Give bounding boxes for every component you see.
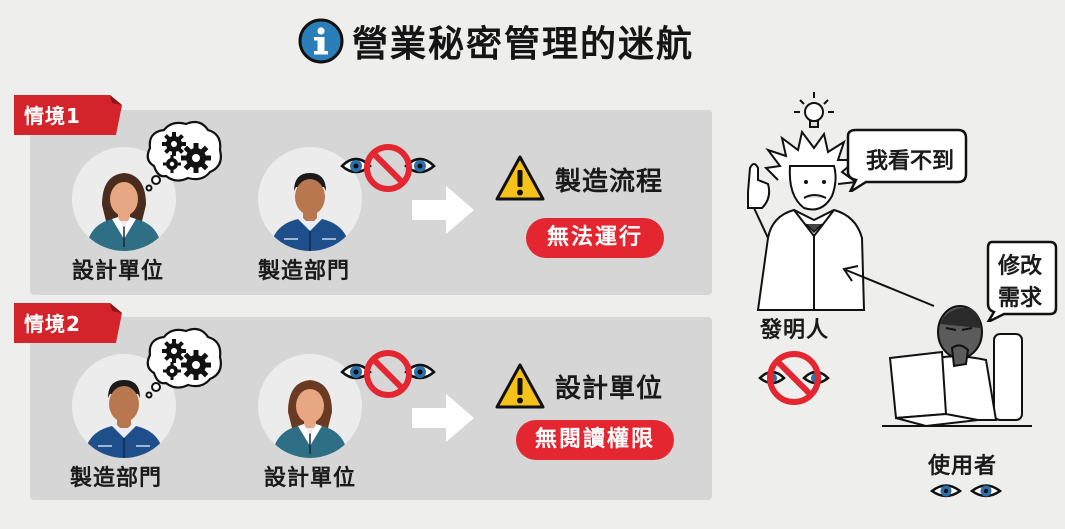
scenario-1-tag-label: 情境1 [24, 104, 81, 128]
scenario-1-right-role: 製造部門 [258, 259, 351, 284]
user-illustration [882, 305, 1032, 428]
inventor-speech-text: 我看不到 [866, 149, 955, 174]
warning-icon-2 [495, 363, 545, 409]
user-speech-line2: 需求 [998, 286, 1043, 311]
scenario-1-tag: 情境1 [14, 95, 122, 135]
no-view-icon [340, 144, 436, 192]
scenario-2-right-role: 設計單位 [264, 466, 357, 491]
scenario-1-outcome-title: 製造流程 [555, 167, 664, 197]
manufacturing-avatar [258, 147, 362, 251]
scenario-2-tag: 情境2 [14, 303, 122, 343]
user-speech-line1: 修改 [998, 254, 1043, 279]
gears-thought-icon-2 [145, 327, 222, 399]
scenario-2-left-role: 製造部門 [70, 466, 163, 491]
no-view-icon-2 [340, 350, 436, 398]
inventor-illustration [747, 92, 866, 311]
scenario-2-tag-label: 情境2 [24, 312, 81, 336]
page-title: 營業秘密管理的迷航 [352, 24, 695, 65]
scenario-1-status-badge: 無法運行 [526, 218, 664, 258]
inventor-speech-bubble [846, 128, 968, 192]
user-eyes-icon [930, 484, 1002, 498]
scenario-2-outcome-title: 設計單位 [555, 374, 664, 404]
info-icon [298, 18, 344, 64]
user-speech-bubble [986, 240, 1058, 322]
arrow-right-icon [412, 186, 474, 234]
inventor-no-view-icon [758, 351, 830, 405]
title-bar: 營業秘密管理的迷航 [298, 12, 694, 70]
warning-icon [495, 155, 545, 201]
request-arrow [842, 265, 935, 307]
scenario-2-status-badge: 無閱讀權限 [516, 420, 674, 460]
gears-thought-icon [145, 120, 222, 192]
inventor-label: 發明人 [760, 318, 830, 343]
scenario-1-left-role: 設計單位 [72, 259, 165, 284]
arrow-right-icon-2 [412, 394, 474, 442]
user-label: 使用者 [928, 454, 998, 479]
